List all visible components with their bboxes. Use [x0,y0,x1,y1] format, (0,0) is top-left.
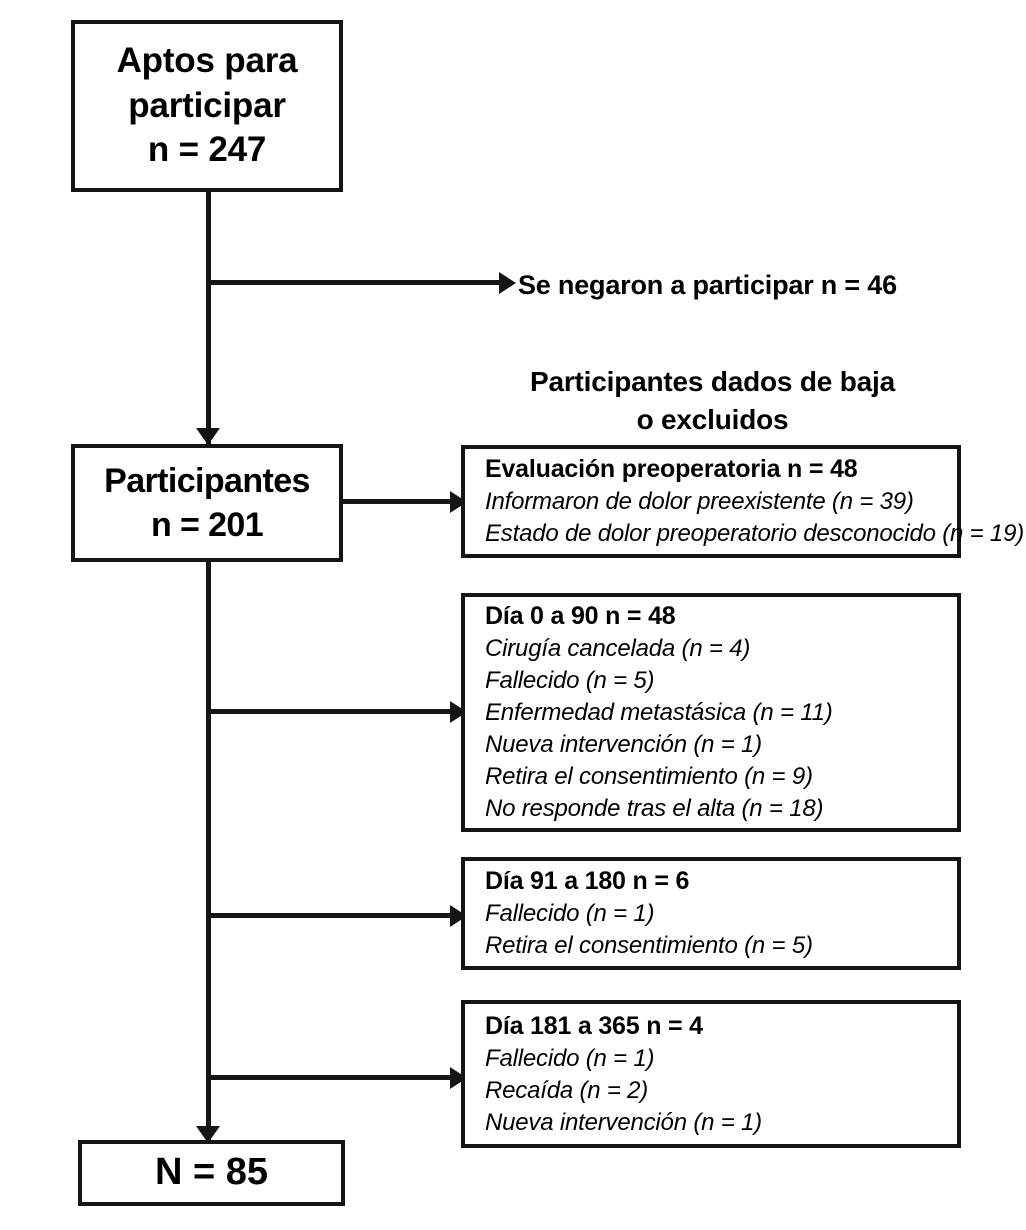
arrow-refused [499,272,516,294]
panel-day181-365-item-2: Nueva intervención (n = 1) [485,1108,762,1136]
arrow-into-participants [196,428,220,445]
panel-preop: Evaluación preoperatoria n = 48 Informar… [461,445,1024,558]
branch-line-preop [343,499,464,504]
node-participants: Participantes n = 201 [71,444,343,562]
panel-day91-180-item-0: Fallecido (n = 1) [485,900,655,928]
panel-day0-90-item-2: Enfermedad metastásica (n = 11) [485,699,833,727]
eligible-line-3: n = 247 [147,130,267,170]
panel-day181-365-title: Día 181 a 365 n = 4 [485,1011,703,1040]
panel-day181-365-item-1: Recaída (n = 2) [485,1076,649,1104]
node-eligible: Aptos para participar n = 247 [71,20,343,192]
arrow-into-final [196,1126,220,1143]
node-final-sample: N = 85 [78,1140,345,1206]
branch-line-day91-180 [206,913,464,918]
heading-excluded-line-2: o excluidos [636,404,789,436]
trunk-line-segment-top [206,192,211,445]
panel-day0-90-title: Día 0 a 90 n = 48 [485,602,676,631]
participants-line-1: Participantes [104,461,310,500]
participants-line-2: n = 201 [150,506,264,544]
panel-day91-180-item-1: Retira el consentimiento (n = 5) [485,932,813,960]
panel-day0-90-item-3: Nueva intervención (n = 1) [485,731,762,759]
heading-excluded: Participantes dados de baja o excluidos [470,363,955,439]
panel-day0-90-item-0: Cirugía cancelada (n = 4) [485,635,751,663]
heading-excluded-line-1: Participantes dados de baja [530,366,895,397]
panel-day0-90: Día 0 a 90 n = 48 Cirugía cancelada (n =… [461,593,961,832]
trunk-line-segment-bottom [206,562,211,1144]
eligible-line-1: Aptos para [116,40,298,80]
panel-preop-item-0: Informaron de dolor preexistente (n = 39… [485,488,914,516]
label-refused: Se negaron a participar n = 46 [518,270,897,300]
panel-day0-90-item-5: No responde tras el alta (n = 18) [485,794,824,822]
branch-line-refused [206,280,503,285]
final-sample-label: N = 85 [154,1151,269,1194]
panel-day181-365-item-0: Fallecido (n = 1) [485,1044,655,1072]
panel-preop-item-1: Estado de dolor preoperatorio desconocid… [485,520,1025,548]
panel-day91-180: Día 91 a 180 n = 6 Fallecido (n = 1) Ret… [461,857,961,970]
eligible-line-2: participar [128,85,286,125]
panel-day91-180-title: Día 91 a 180 n = 6 [485,866,690,895]
branch-line-day0-90 [206,709,464,714]
panel-preop-title: Evaluación preoperatoria n = 48 [485,454,858,483]
panel-day0-90-item-4: Retira el consentimiento (n = 9) [485,763,813,791]
branch-line-day181-365 [206,1075,464,1080]
panel-day181-365: Día 181 a 365 n = 4 Fallecido (n = 1) Re… [461,1000,961,1148]
panel-day0-90-item-1: Fallecido (n = 5) [485,667,655,695]
